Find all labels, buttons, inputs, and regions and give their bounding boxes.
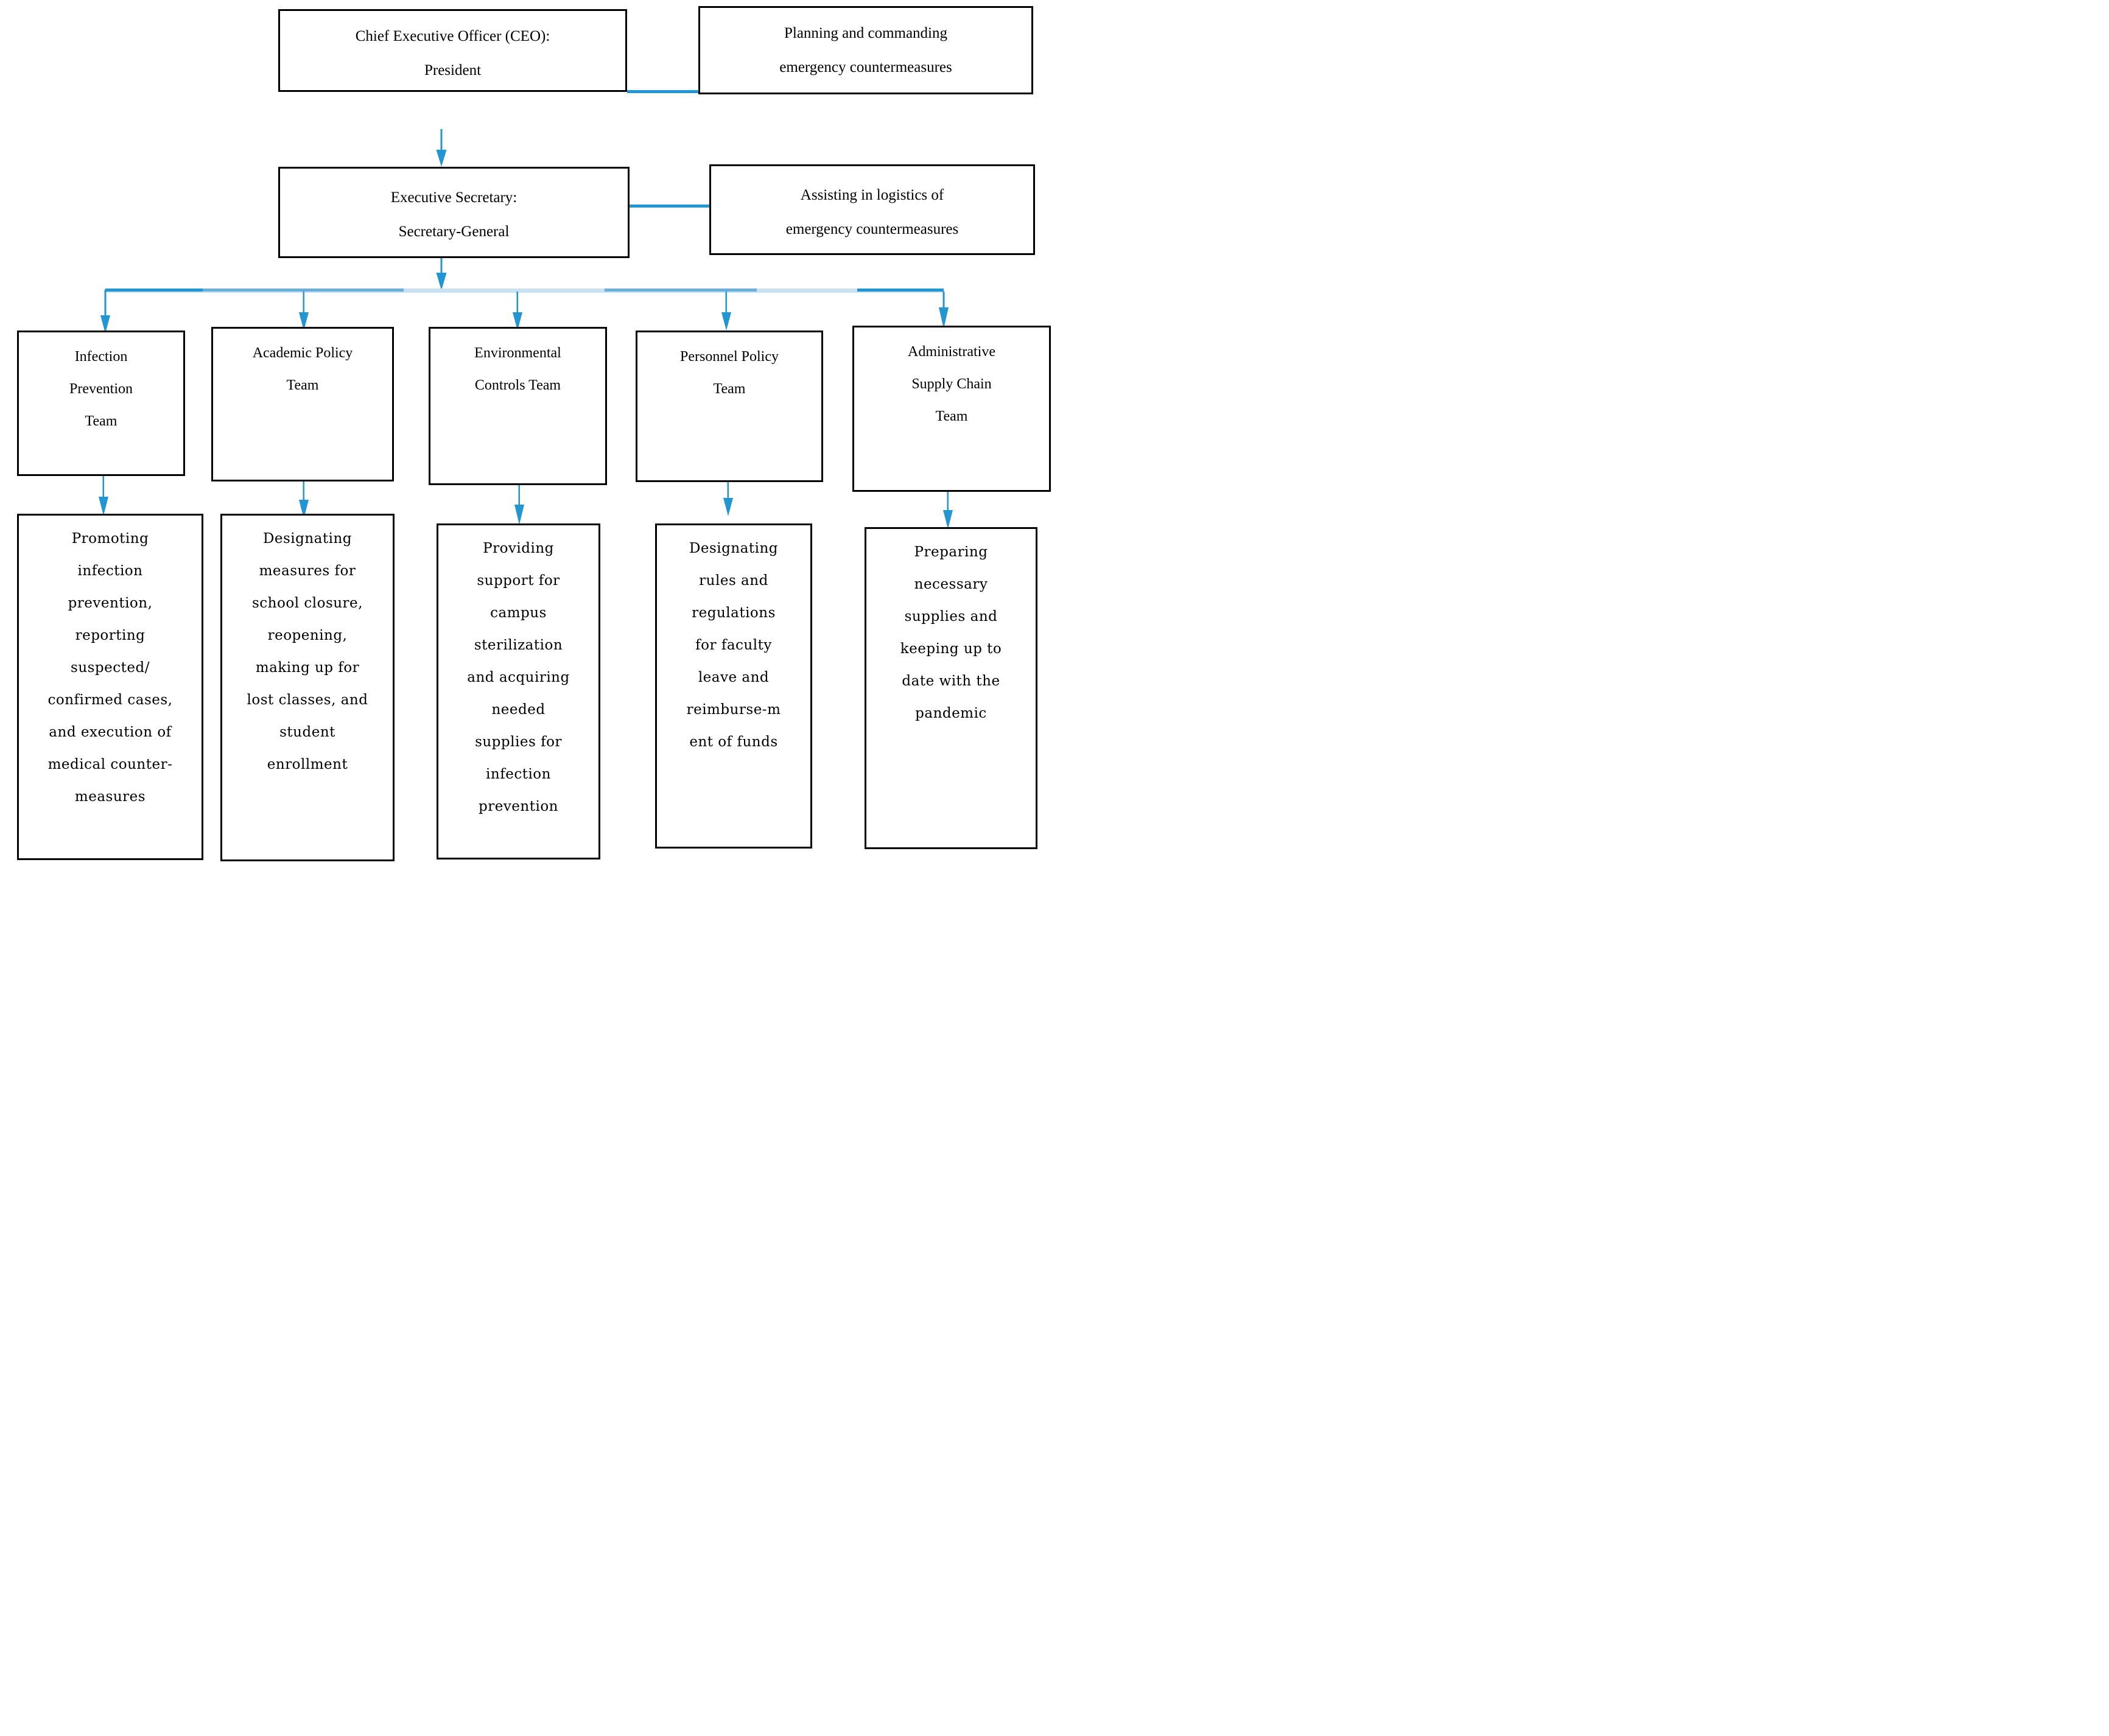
connector-secretary-role	[630, 205, 709, 208]
org-flowchart: Chief Executive Officer (CEO): President…	[0, 0, 1054, 868]
arrow-hub-to-team-4	[721, 292, 731, 331]
node-team-personnel-policy: Personnel Policy Team	[636, 331, 823, 482]
desc-line: reporting	[75, 628, 146, 643]
desc-line: prevention,	[68, 595, 153, 611]
arrow-hub-to-team-3	[513, 292, 522, 331]
node-ceo-role-line1: Planning and commanding	[784, 25, 948, 41]
desc-line: supplies for	[475, 734, 562, 750]
team-name-line: Team	[935, 408, 968, 424]
desc-line: sterilization	[474, 637, 563, 653]
desc-line: measures	[74, 789, 146, 805]
team-name-line: Infection	[74, 349, 128, 365]
desc-line: support for	[477, 573, 560, 589]
arrow-hub-to-team-5	[939, 292, 949, 329]
team-name-line: Team	[286, 377, 319, 393]
node-desc-academic-policy: Designating measures for school closure,…	[220, 514, 395, 861]
desc-line: ent of funds	[689, 734, 778, 750]
desc-line: and execution of	[49, 724, 172, 740]
node-team-environmental-controls: Environmental Controls Team	[429, 327, 607, 485]
desc-line: Designating	[689, 541, 779, 556]
desc-line: reimburse-m	[686, 702, 781, 718]
desc-line: necessary	[914, 576, 988, 592]
arrow-team-1-to-desc	[99, 476, 108, 516]
desc-line: regulations	[692, 605, 776, 621]
node-secretary-role-line1: Assisting in logistics of	[800, 187, 944, 203]
desc-line: Preparing	[914, 544, 988, 560]
desc-line: infection	[77, 563, 143, 579]
node-secretary-role-line2: emergency countermeasures	[785, 221, 959, 237]
desc-line: for faculty	[695, 637, 772, 653]
arrow-hub-to-team-1	[100, 290, 110, 334]
arrow-ceo-to-secretary	[436, 129, 447, 167]
desc-line: medical counter-	[47, 757, 173, 772]
arrow-secretary-to-hub	[436, 258, 447, 290]
desc-line: rules and	[699, 573, 768, 589]
node-desc-administrative-supply-chain: Preparing necessary supplies and keeping…	[865, 527, 1037, 849]
desc-line: pandemic	[915, 705, 987, 721]
team-name-line: Team	[85, 413, 118, 429]
node-team-academic-policy: Academic Policy Team	[211, 327, 394, 481]
node-ceo-line2: President	[424, 62, 482, 79]
node-ceo: Chief Executive Officer (CEO): President	[278, 9, 627, 92]
desc-line: Promoting	[71, 531, 149, 547]
arrow-team-2-to-desc	[299, 481, 309, 519]
node-secretary: Executive Secretary: Secretary-General	[278, 167, 630, 258]
desc-line: infection	[486, 766, 551, 782]
connector-layer	[99, 90, 953, 529]
team-name-line: Environmental	[474, 345, 561, 361]
desc-line: making up for	[255, 660, 360, 676]
desc-line: Providing	[483, 541, 554, 556]
arrow-team-4-to-desc	[723, 482, 733, 516]
desc-line: needed	[491, 702, 546, 718]
node-ceo-role-line2: emergency countermeasures	[779, 59, 952, 75]
desc-line: school closure,	[252, 595, 363, 611]
desc-line: student	[279, 724, 335, 740]
arrow-team-5-to-desc	[943, 492, 953, 529]
team-name-line: Prevention	[69, 381, 133, 397]
node-team-administrative-supply-chain: Administrative Supply Chain Team	[852, 326, 1051, 492]
node-secretary-line2: Secretary-General	[398, 223, 510, 240]
desc-line: keeping up to	[900, 641, 1002, 657]
team-name-line: Academic Policy	[252, 345, 353, 361]
arrow-team-3-to-desc	[514, 485, 524, 525]
node-desc-personnel-policy: Designating rules and regulations for fa…	[655, 523, 812, 849]
desc-line: leave and	[698, 670, 770, 685]
node-secretary-line1: Executive Secretary:	[390, 189, 518, 206]
desc-line: lost classes, and	[247, 692, 368, 708]
node-ceo-role: Planning and commanding emergency counte…	[698, 6, 1033, 94]
team-name-line: Team	[713, 381, 746, 397]
node-desc-infection-prevention: Promoting infection prevention, reportin…	[17, 514, 203, 860]
node-desc-environmental-controls: Providing support for campus sterilizati…	[437, 523, 600, 859]
hub-line	[105, 289, 944, 293]
node-ceo-line1: Chief Executive Officer (CEO):	[355, 28, 550, 44]
arrow-hub-to-team-2	[299, 292, 309, 331]
desc-line: reopening,	[267, 628, 348, 643]
desc-line: confirmed cases,	[47, 692, 173, 708]
desc-line: supplies and	[904, 609, 998, 625]
team-name-line: Administrative	[908, 344, 995, 360]
desc-line: suspected/	[71, 660, 150, 676]
desc-line: campus	[490, 605, 547, 621]
desc-line: Designating	[262, 531, 353, 547]
desc-line: and acquiring	[467, 670, 570, 685]
desc-line: enrollment	[267, 757, 348, 772]
team-name-line: Supply Chain	[911, 376, 992, 392]
node-team-infection-prevention: Infection Prevention Team	[17, 331, 185, 476]
node-secretary-role: Assisting in logistics of emergency coun…	[709, 164, 1035, 255]
team-name-line: Personnel Policy	[680, 349, 779, 365]
desc-line: measures for	[259, 563, 356, 579]
desc-line: date with the	[902, 673, 1000, 689]
desc-line: prevention	[478, 799, 558, 814]
connector-ceo-role	[627, 90, 698, 93]
team-name-line: Controls Team	[474, 377, 561, 393]
